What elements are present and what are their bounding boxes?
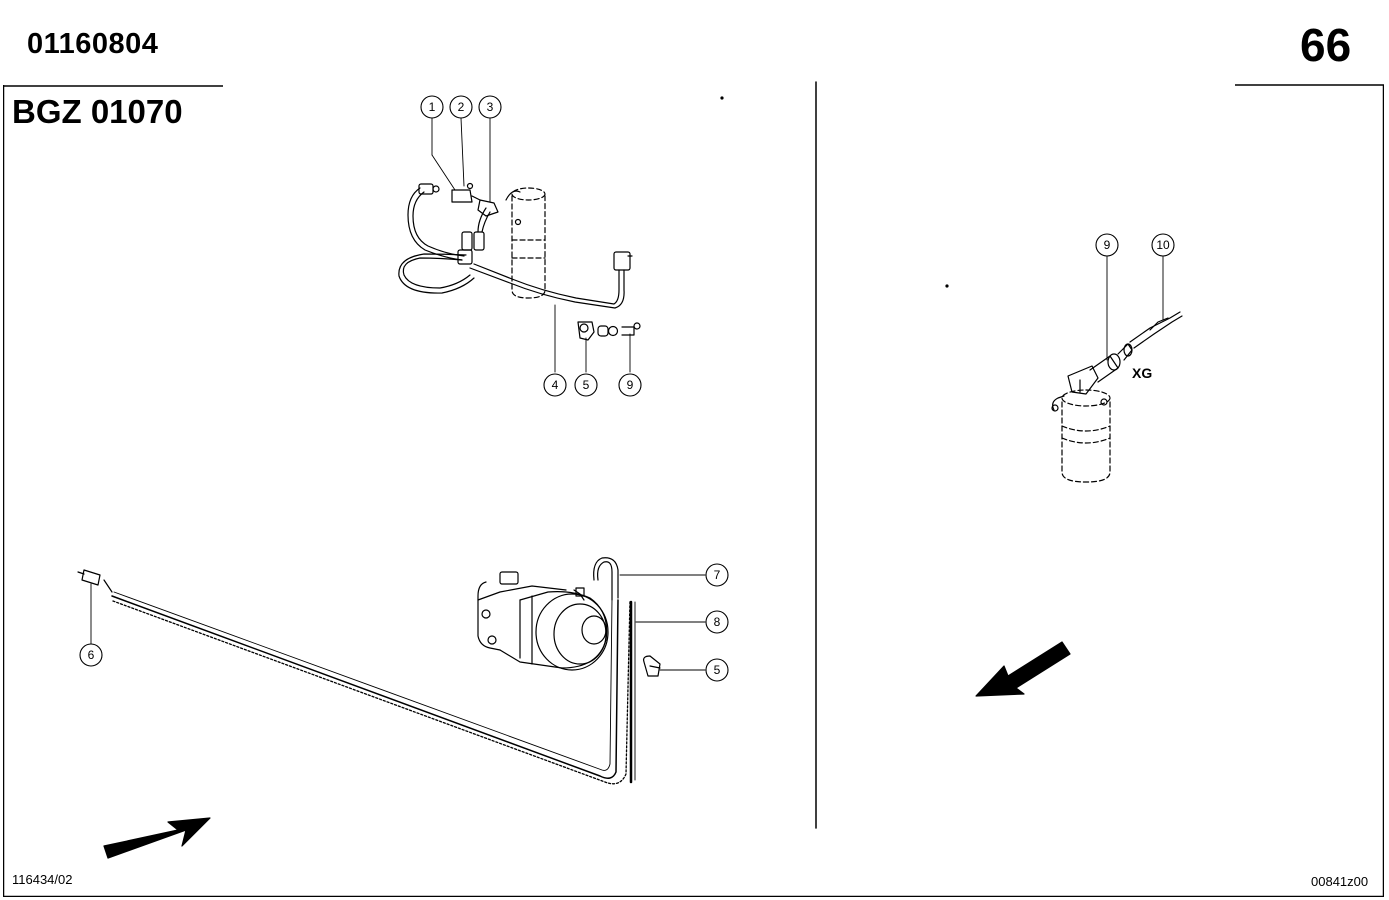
group-code: BGZ 01070 [12, 93, 183, 130]
xg-label: XG [1132, 365, 1152, 381]
callout-2-number: 2 [458, 100, 465, 114]
compressor [477, 571, 609, 671]
document-number: 01160804 [27, 28, 159, 60]
callout-4 [543, 373, 567, 397]
callout-9-right-number: 9 [1104, 238, 1111, 252]
page-number: 66 [1300, 19, 1352, 71]
callout-3 [478, 95, 502, 119]
refrigerant-line [77, 557, 661, 785]
stray-mark-2 [720, 96, 724, 100]
leader-lines-right [1106, 255, 1164, 361]
callout-7-number: 7 [714, 568, 721, 582]
leader-lines-bottom-left [90, 574, 706, 671]
callout-6 [79, 643, 103, 667]
callout-5-bottom [705, 658, 729, 682]
callout-numbers: 1 2 3 4 5 9 6 7 8 5 9 10 [88, 100, 1170, 677]
callout-2 [449, 95, 473, 119]
stray-mark [945, 284, 949, 288]
callout-9-top [618, 373, 642, 397]
callout-8 [705, 610, 729, 634]
drawing-reference: 116434/02 [12, 872, 73, 887]
callout-4-number: 4 [552, 378, 559, 392]
callout-10-number: 10 [1156, 238, 1170, 252]
callout-1-number: 1 [429, 100, 436, 114]
leader-lines-top-left [431, 117, 631, 373]
callout-9-top-number: 9 [627, 378, 634, 392]
callout-8-number: 8 [714, 615, 721, 629]
direction-arrow-left-panel [103, 817, 211, 859]
receiver-drier-right [1051, 311, 1183, 483]
callout-3-number: 3 [487, 100, 494, 114]
callout-circles [79, 95, 1175, 682]
callout-6-number: 6 [88, 648, 95, 662]
callout-5-top-number: 5 [583, 378, 590, 392]
image-reference: 00841z00 [1311, 874, 1369, 889]
callout-9-right [1095, 233, 1119, 257]
callout-7 [705, 563, 729, 587]
callout-1 [420, 95, 444, 119]
direction-arrow-right-panel [975, 641, 1071, 697]
callout-5-top [574, 373, 598, 397]
fitting-and-bolt [577, 321, 641, 341]
callout-5-bottom-number: 5 [714, 663, 721, 677]
pressure-switch-harness [398, 182, 633, 309]
callout-10 [1151, 233, 1175, 257]
receiver-drier-assembly [505, 187, 546, 299]
